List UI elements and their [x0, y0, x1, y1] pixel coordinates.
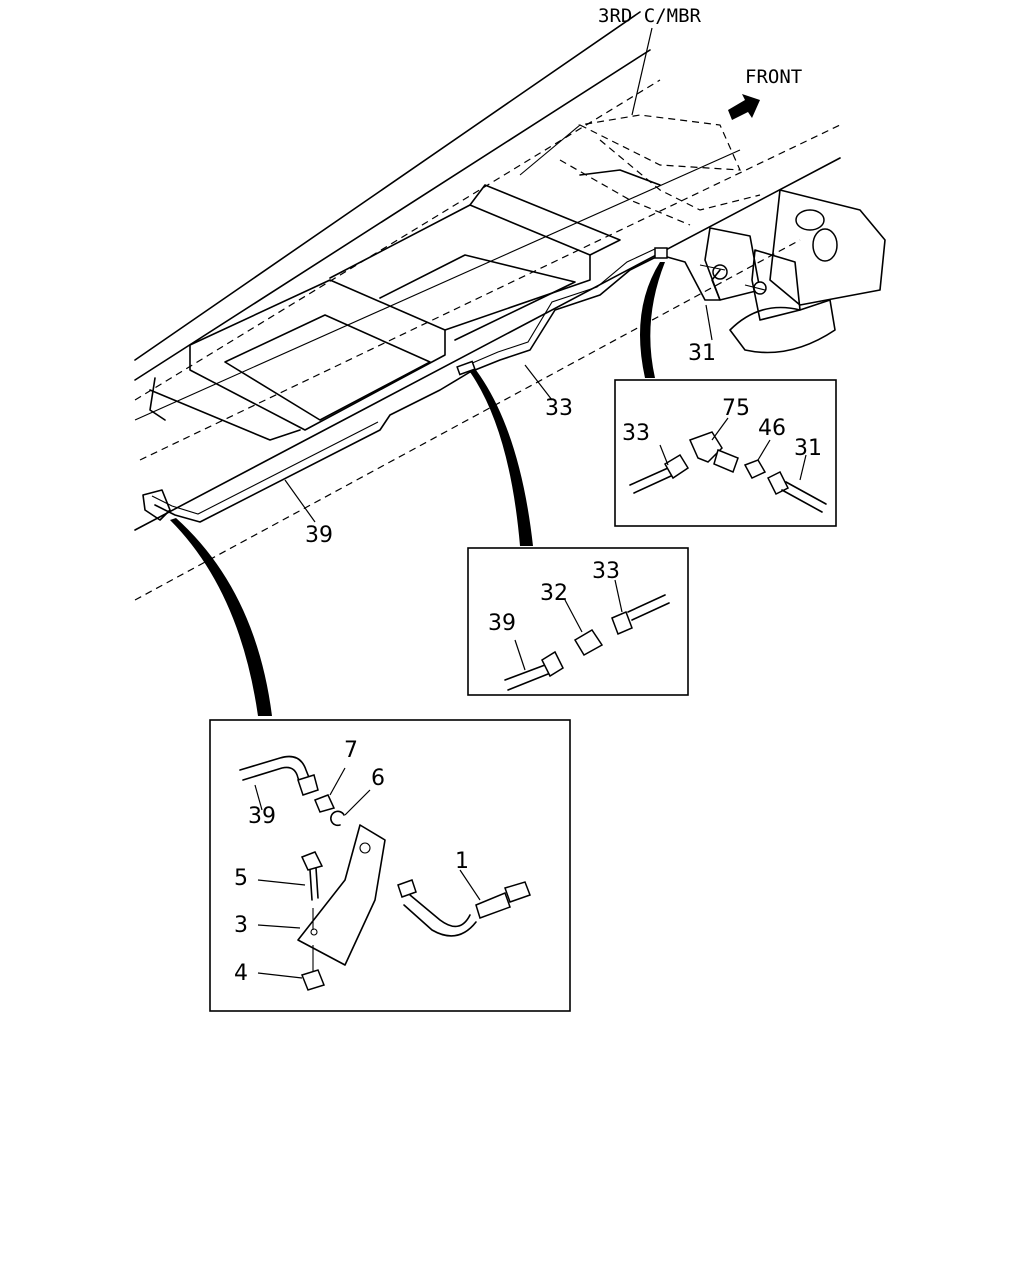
detail-box-b: 39 32 33: [467, 547, 689, 696]
detail-c-callout-6: 6: [371, 766, 385, 791]
detail-c-callout-4: 4: [234, 961, 248, 986]
detail-a-callout-31: 31: [794, 436, 822, 461]
detail-box-a: 33 75 46 31: [614, 379, 837, 527]
callout-39: 39: [305, 523, 333, 548]
detail-c-pointer: [170, 518, 272, 716]
chassis-frame: [134, 11, 841, 601]
detail-b-callout-32: 32: [540, 581, 568, 606]
brake-pipe-31: [659, 254, 721, 301]
detail-a-callout-75: 75: [722, 396, 750, 421]
detail-a-callout-46: 46: [758, 416, 786, 441]
crossmember-label: 3RD C/MBR: [598, 5, 702, 27]
tee-fitting: [654, 247, 668, 259]
detail-c-callout-39: 39: [248, 804, 276, 829]
detail-b-pointer: [470, 370, 533, 546]
detail-b-callout-33: 33: [592, 559, 620, 584]
master-cylinder: [699, 189, 886, 354]
brake-pipe-33: [469, 247, 661, 373]
detail-a-callout-33: 33: [622, 421, 650, 446]
detail-c-callout-1: 1: [455, 849, 469, 874]
detail-c-callout-3: 3: [234, 913, 248, 938]
callout-33: 33: [545, 396, 573, 421]
front-arrow-icon: [728, 94, 760, 120]
detail-box-c: 7 6 39 5 1 3 4: [209, 719, 571, 1012]
detail-a-pointer: [640, 262, 665, 378]
callout-31: 31: [688, 341, 716, 366]
union-fitting: [456, 360, 476, 376]
detail-c-callout-5: 5: [234, 866, 248, 891]
detail-b-callout-39: 39: [488, 611, 516, 636]
brake-pipe-39: [142, 371, 471, 523]
detail-c-callout-7: 7: [344, 738, 358, 763]
front-label: FRONT: [745, 66, 802, 88]
